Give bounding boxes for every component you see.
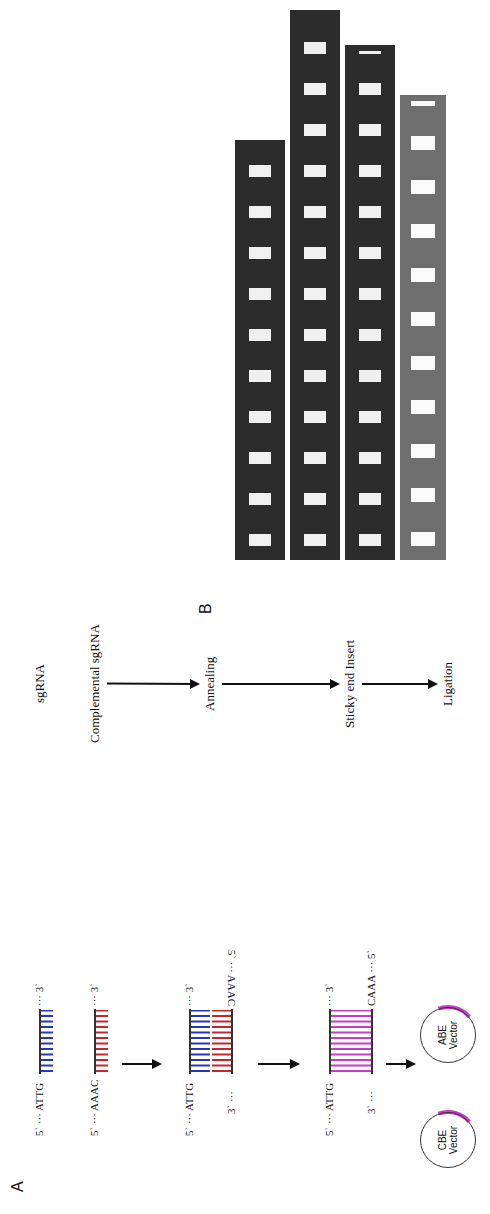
panel-letter: A <box>8 1181 27 1192</box>
base-ticks <box>96 1010 108 1072</box>
gel-bands <box>359 51 381 546</box>
gel-strip <box>400 95 446 560</box>
step-label: Ligation <box>439 659 457 709</box>
dna-strand <box>39 1009 41 1074</box>
node-text: Complemental sgRNA <box>87 624 103 743</box>
step-label: sgRNA <box>31 661 49 706</box>
base-ticks <box>41 1010 53 1072</box>
panel-letter: B <box>196 603 215 614</box>
insert-arc <box>412 1104 484 1176</box>
node-text: ABE Vector <box>437 1015 459 1055</box>
flow-arrow <box>362 683 436 685</box>
strand-end-label: 5` ··· AAAC <box>225 950 238 1006</box>
node-text: Ligation <box>440 662 456 706</box>
gel-bands <box>249 146 271 546</box>
gel-strip <box>345 45 395 560</box>
gel-strip <box>235 140 285 560</box>
flow-arrow <box>122 1063 160 1065</box>
base-ticks <box>212 1010 231 1072</box>
flow-arrow <box>258 1063 298 1065</box>
gel-bands <box>304 16 326 546</box>
strand-end-label: 3` ··· <box>225 1091 238 1114</box>
node-text: sgRNA <box>32 664 48 703</box>
strand-end-label: 3` ··· <box>365 1091 378 1114</box>
strand-end-label: 5` ··· ATTG <box>183 1083 196 1136</box>
vector-circle: CBE Vector <box>420 1112 476 1168</box>
dna-strand <box>189 1009 191 1074</box>
strand-end-label: ··· 3` <box>88 983 101 1006</box>
node-text: Annealing <box>202 657 218 711</box>
strand-end-label: 5` ··· AAAC <box>88 1080 101 1136</box>
strand-end-label: ··· 3` <box>323 983 336 1006</box>
flow-arrow <box>222 683 338 685</box>
base-ticks <box>191 1010 210 1072</box>
strand-end-label: ··· 3` <box>183 983 196 1006</box>
strand-end-label: CAAA ··· 5` <box>365 950 378 1006</box>
base-ticks <box>331 1010 371 1072</box>
step-label: Complemental sgRNA <box>86 621 104 746</box>
node-text: CBE Vector <box>437 1120 459 1160</box>
dna-strand <box>94 1009 96 1074</box>
dna-strand <box>231 1009 233 1074</box>
vector-circle: ABE Vector <box>420 1007 476 1063</box>
strand-end-label: 5` ··· ATTG <box>323 1083 336 1136</box>
flow-arrow <box>107 683 198 686</box>
strand-end-label: 5` ··· ATTG <box>33 1083 46 1136</box>
flow-arrow <box>386 1063 414 1065</box>
step-label: Sticky end Insert <box>341 637 359 731</box>
gel-strip <box>290 10 340 560</box>
step-label: Annealing <box>201 654 219 714</box>
node-text: Sticky end Insert <box>342 640 358 728</box>
dna-strand <box>371 1009 373 1074</box>
gel-bands <box>411 101 435 546</box>
dna-strand <box>329 1009 331 1074</box>
insert-arc <box>412 999 484 1071</box>
strand-end-label: ··· 3` <box>33 983 46 1006</box>
